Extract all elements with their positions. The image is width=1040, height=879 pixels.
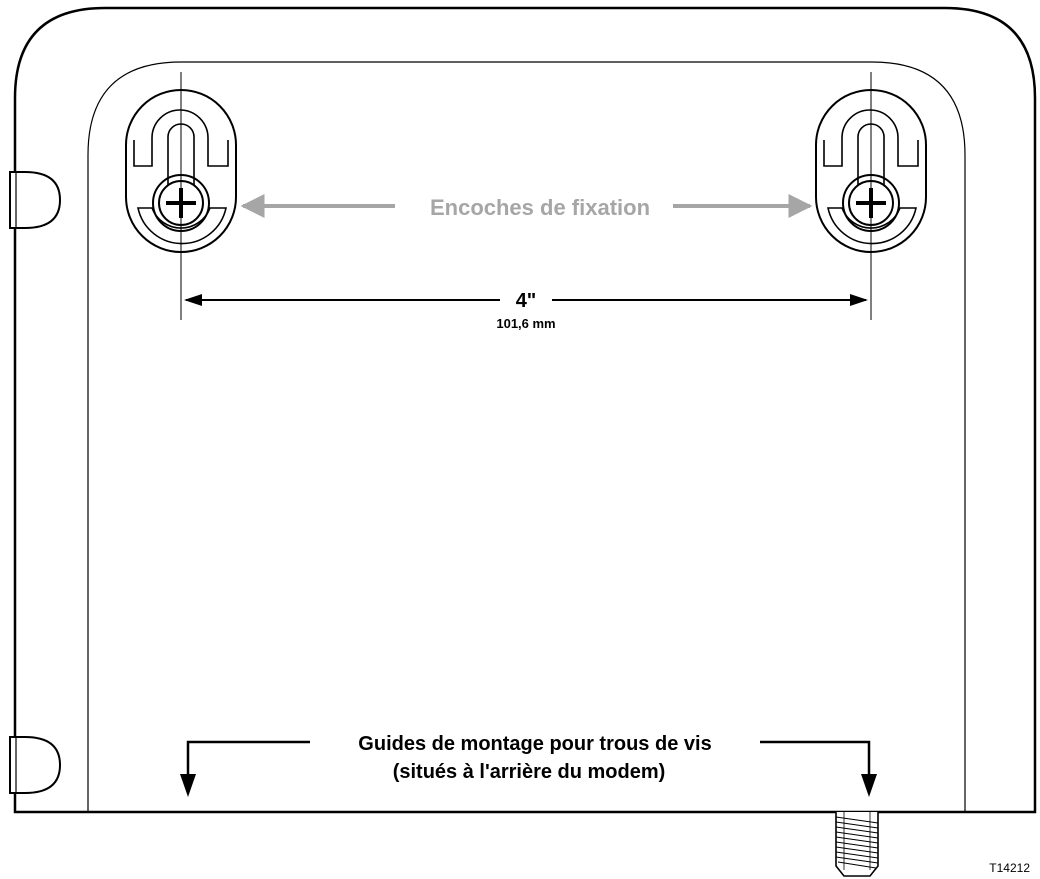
guide-arrow-left — [180, 740, 310, 797]
dimension-inches: 4" — [516, 290, 537, 312]
slots-label: Encoches de fixation — [430, 195, 650, 220]
slot-extension-lines — [180, 72, 872, 320]
figure-code: T14212 — [989, 861, 1030, 875]
guide-arrow-right — [760, 740, 877, 797]
guides-label-line1: Guides de montage pour trous de vis — [358, 733, 711, 755]
side-hinge-top — [9, 171, 62, 229]
dimension-line — [184, 294, 868, 306]
modem-body — [13, 6, 1037, 814]
dimension-mm: 101,6 mm — [496, 316, 555, 331]
side-hinge-bottom — [9, 736, 62, 794]
guides-label-line2: (situés à l'arrière du modem) — [393, 761, 666, 783]
coax-connector — [835, 812, 879, 877]
